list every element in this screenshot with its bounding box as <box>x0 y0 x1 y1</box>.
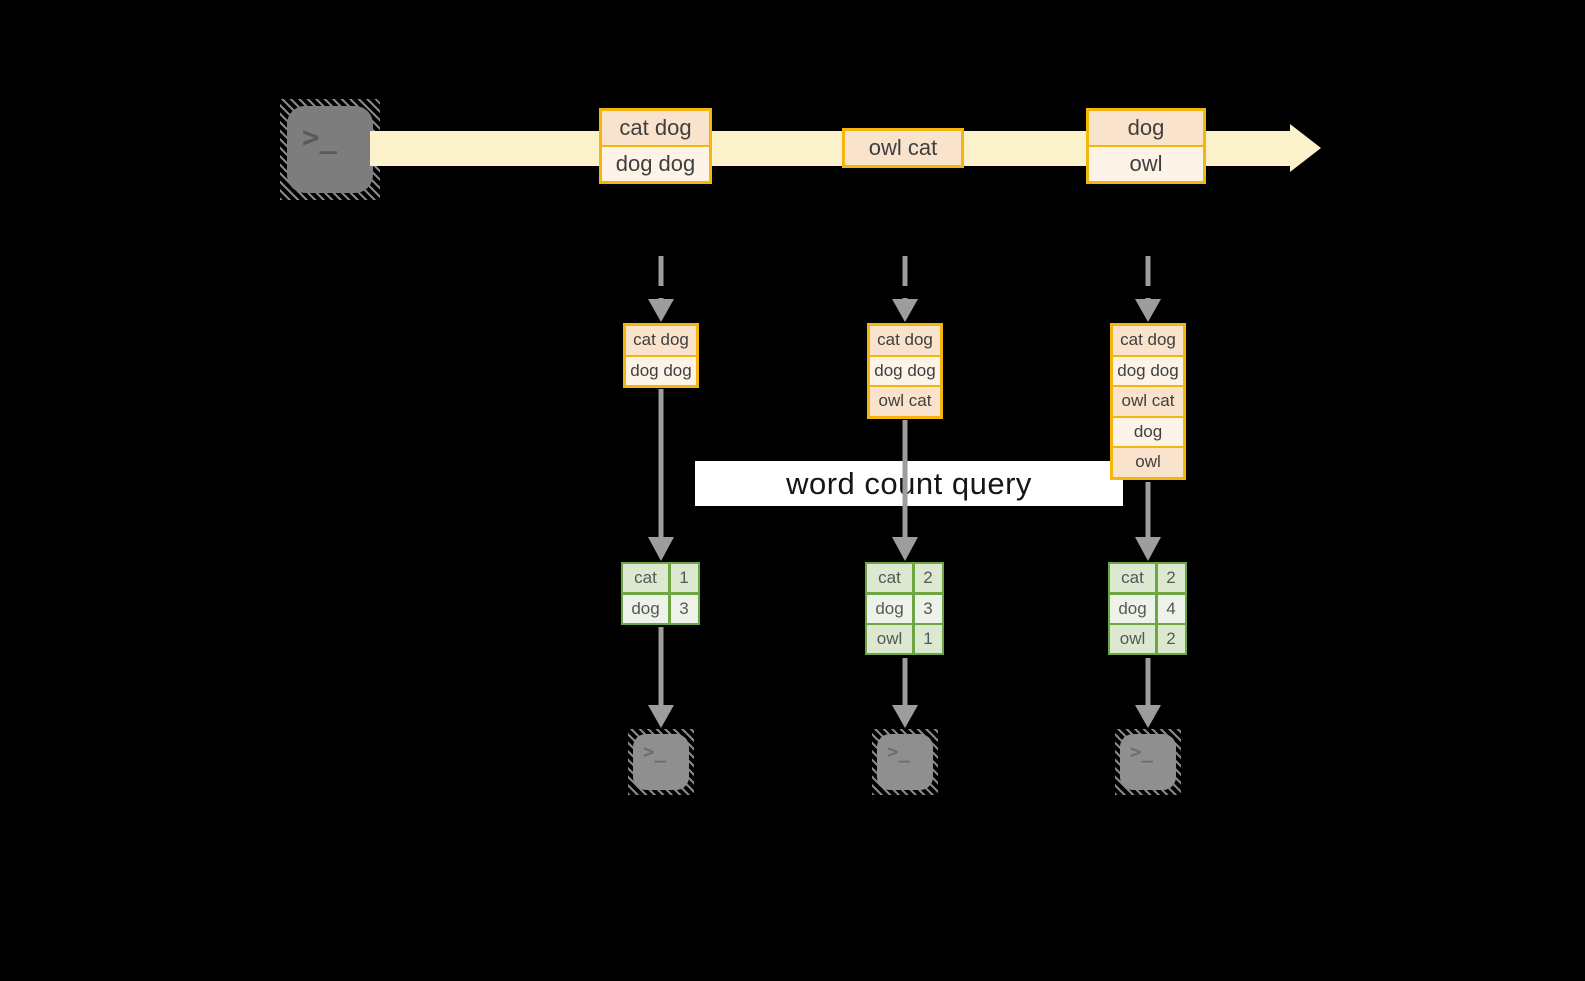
output-arrowhead-icon <box>648 705 674 728</box>
buffered-record: dog dog <box>626 354 696 385</box>
query-arrowhead-icon <box>1135 537 1161 561</box>
count-value-cell: 2 <box>1157 625 1185 653</box>
count-value-cell: 2 <box>914 564 942 592</box>
sink-terminal-icon-3: >_ <box>1115 729 1181 795</box>
terminal-prompt-glyph: >_ <box>643 741 666 763</box>
terminal-icon-body: >_ <box>1120 734 1176 790</box>
buffered-record: cat dog <box>626 326 696 355</box>
stream-record: cat dog <box>602 111 709 145</box>
terminal-prompt-glyph: >_ <box>887 741 910 763</box>
terminal-icon-body: >_ <box>633 734 689 790</box>
buffered-record: dog <box>1113 415 1183 446</box>
count-word-cell: dog <box>867 594 912 623</box>
dashed-arrowhead-icon <box>892 299 918 322</box>
buffered-record: owl cat <box>1113 385 1183 416</box>
query-banner: word count query <box>695 461 1123 506</box>
count-value-cell: 4 <box>1157 594 1185 623</box>
count-value-cell: 3 <box>670 594 698 623</box>
stream-record: dog <box>1089 111 1203 145</box>
terminal-prompt-glyph: >_ <box>1130 741 1153 763</box>
buffered-records-2: cat dog dog dog owl cat <box>867 323 943 419</box>
count-word-cell: cat <box>867 564 912 592</box>
buffered-record: dog dog <box>870 354 940 385</box>
count-value-cell: 1 <box>670 564 698 592</box>
sink-terminal-icon-2: >_ <box>872 729 938 795</box>
query-arrowhead-icon <box>648 537 674 561</box>
terminal-prompt-glyph: >_ <box>302 120 337 154</box>
count-value-cell: 3 <box>914 594 942 623</box>
stream-record: dog dog <box>602 145 709 181</box>
buffered-record: cat dog <box>870 326 940 355</box>
stream-source-terminal-icon: >_ <box>280 99 380 200</box>
stream-batch-2: owl cat <box>842 128 964 168</box>
stream-record: owl <box>1089 145 1203 181</box>
count-word-cell: cat <box>623 564 668 592</box>
sink-terminal-icon-1: >_ <box>628 729 694 795</box>
count-word-cell: owl <box>867 625 912 653</box>
stream-batch-3: dog owl <box>1086 108 1206 184</box>
count-value-cell: 2 <box>1157 564 1185 592</box>
terminal-icon-body: >_ <box>287 106 373 193</box>
word-count-table-1: cat 1 dog 3 <box>621 562 700 625</box>
buffered-record: dog dog <box>1113 354 1183 385</box>
buffered-records-3: cat dog dog dog owl cat dog owl <box>1110 323 1186 480</box>
count-word-cell: owl <box>1110 625 1155 653</box>
dashed-arrowhead-icon <box>648 299 674 322</box>
count-value-cell: 1 <box>914 625 942 653</box>
count-word-cell: dog <box>1110 594 1155 623</box>
stream-batch-1: cat dog dog dog <box>599 108 712 184</box>
query-banner-label: word count query <box>786 465 1032 501</box>
word-count-table-3: cat 2 dog 4 owl 2 <box>1108 562 1187 655</box>
stream-arrowhead-icon <box>1290 124 1321 172</box>
output-arrowhead-icon <box>1135 705 1161 728</box>
count-word-cell: dog <box>623 594 668 623</box>
stream-record: owl cat <box>845 131 961 165</box>
output-arrowhead-icon <box>892 705 918 728</box>
count-word-cell: cat <box>1110 564 1155 592</box>
buffered-record: owl <box>1113 446 1183 477</box>
buffered-record: owl cat <box>870 385 940 416</box>
query-arrowhead-icon <box>892 537 918 561</box>
word-count-table-2: cat 2 dog 3 owl 1 <box>865 562 944 655</box>
terminal-icon-body: >_ <box>877 734 933 790</box>
buffered-record: cat dog <box>1113 326 1183 355</box>
dashed-arrowhead-icon <box>1135 299 1161 322</box>
buffered-records-1: cat dog dog dog <box>623 323 699 388</box>
